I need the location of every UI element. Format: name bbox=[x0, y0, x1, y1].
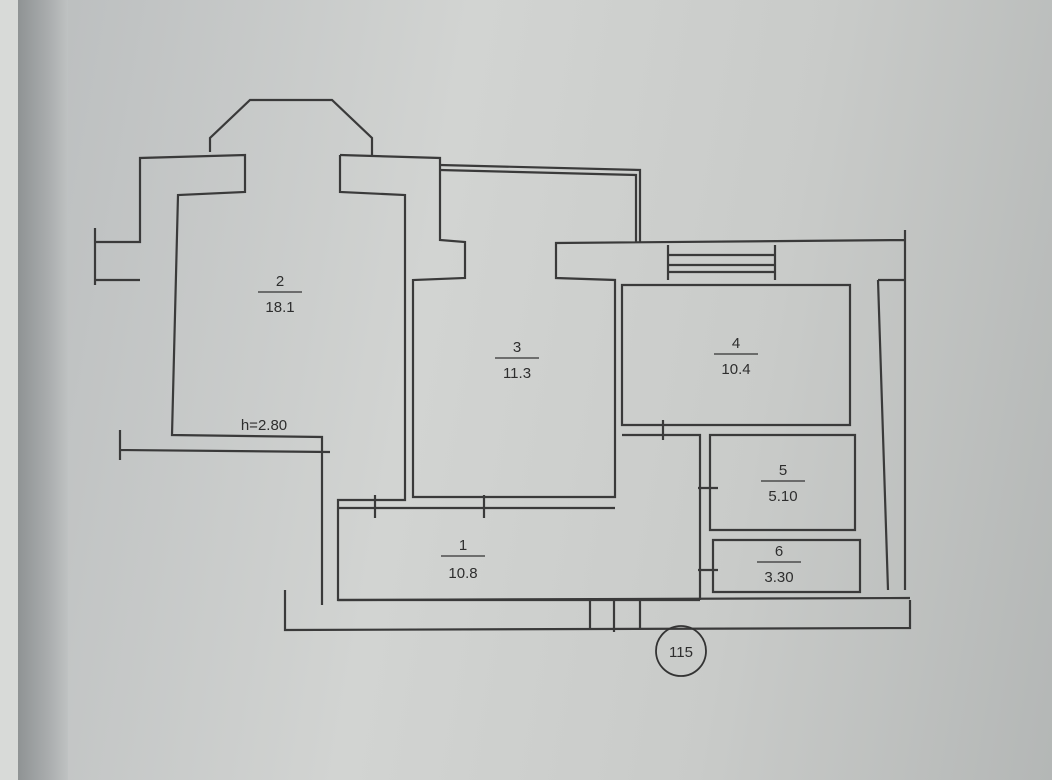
walls bbox=[93, 153, 912, 632]
svg-text:10.4: 10.4 bbox=[721, 361, 750, 378]
room-4-label: 4 10.4 bbox=[714, 335, 758, 378]
svg-text:115: 115 bbox=[669, 644, 693, 661]
svg-text:1: 1 bbox=[459, 537, 467, 554]
svg-text:6: 6 bbox=[775, 543, 783, 560]
svg-text:2: 2 bbox=[276, 273, 284, 290]
svg-text:4: 4 bbox=[732, 335, 740, 352]
svg-text:5.10: 5.10 bbox=[768, 488, 797, 505]
ceiling-height: h=2.80 bbox=[241, 417, 287, 434]
axis-marker: 115 bbox=[655, 625, 707, 677]
room-1-label: 1 10.8 bbox=[441, 537, 485, 582]
book-binding bbox=[18, 0, 68, 780]
svg-text:18.1: 18.1 bbox=[265, 299, 294, 316]
room-3-label: 3 11.3 bbox=[495, 339, 539, 382]
room-5-label: 5 5.10 bbox=[761, 462, 805, 505]
page-edge bbox=[0, 0, 18, 780]
svg-text:10.8: 10.8 bbox=[448, 565, 477, 582]
room-2-label: 2 18.1 bbox=[258, 273, 302, 316]
svg-text:5: 5 bbox=[779, 462, 787, 479]
bay-window bbox=[208, 98, 374, 155]
svg-text:11.3: 11.3 bbox=[503, 365, 531, 382]
balcony bbox=[439, 163, 642, 243]
svg-text:3: 3 bbox=[513, 339, 521, 356]
room-6-label: 6 3.30 bbox=[757, 543, 801, 586]
svg-text:3.30: 3.30 bbox=[764, 569, 793, 586]
